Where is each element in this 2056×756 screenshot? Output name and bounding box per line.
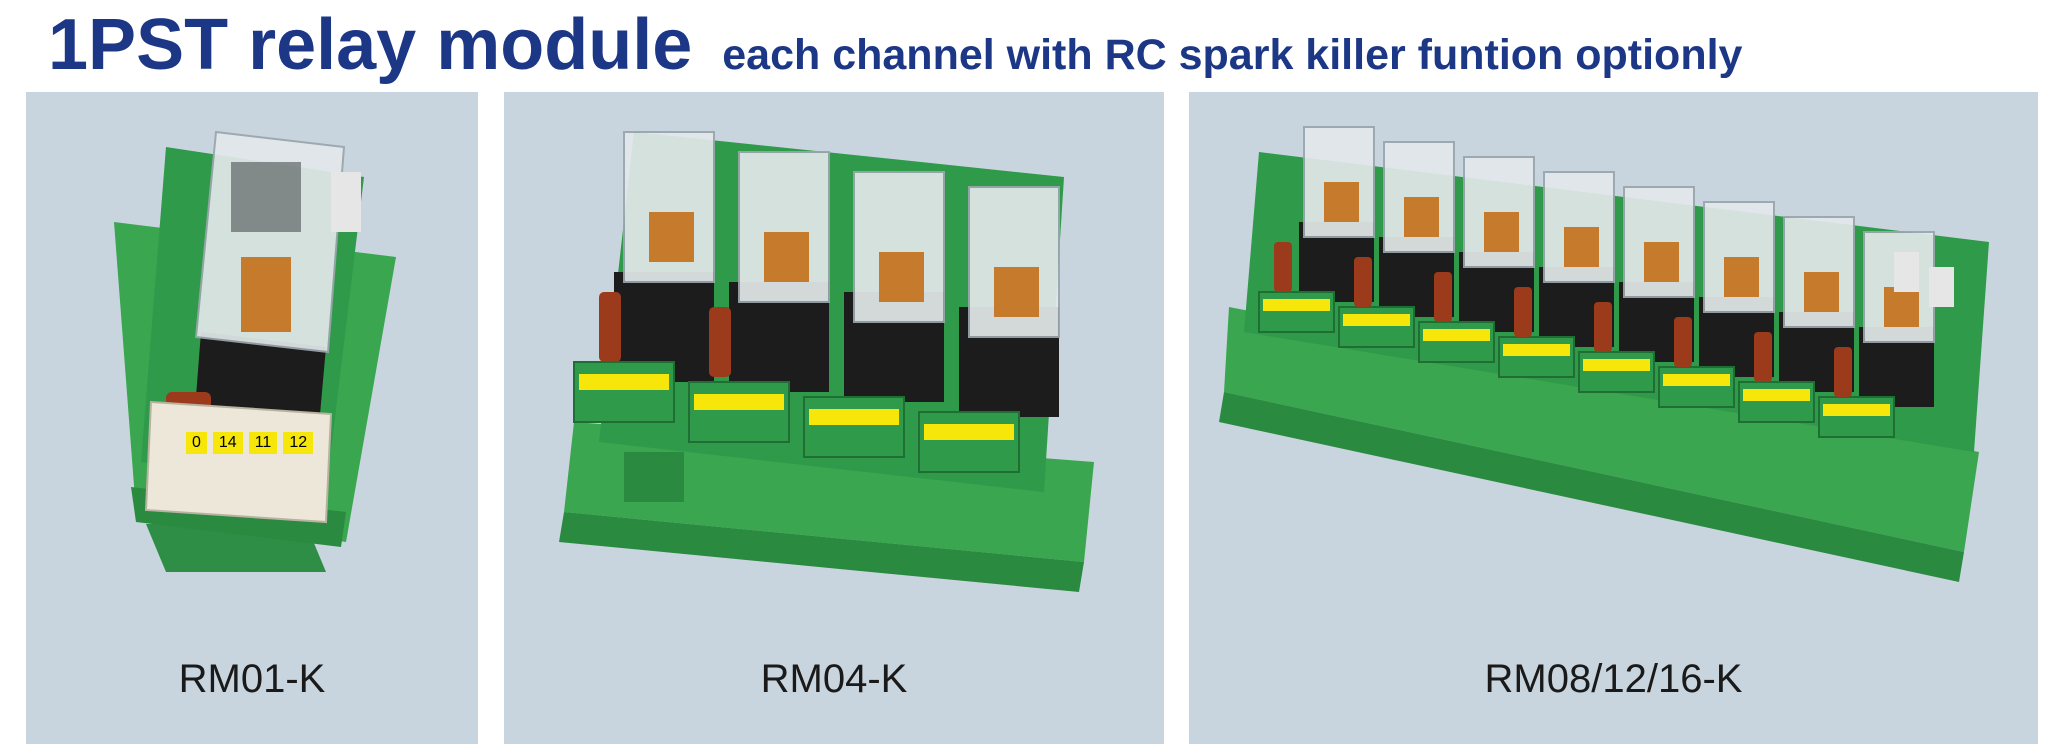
page-header: 1PST relay module each channel with RC s… [48,0,1742,90]
terminal-label: 12 [283,432,314,454]
product-card-rm01: 0 14 11 12 RM01-K [26,92,478,744]
product-card-rm04: RM04-K [504,92,1164,744]
product-card-rm08: RM08/12/16-K [1189,92,2038,744]
terminal-label: 0 [186,432,207,454]
terminal-label: 11 [248,432,278,454]
relay-module-4ch-photo [559,131,1094,592]
page-subtitle: each channel with RC spark killer funtio… [722,31,1743,79]
relay-module-8ch-photo [1219,126,1989,582]
product-caption: RM08/12/16-K [1484,657,1743,701]
product-caption: RM04-K [760,657,908,701]
page-title: 1PST relay module [48,5,693,85]
relay-module-1ch-photo [114,130,396,572]
terminal-label: 14 [212,432,243,454]
product-caption: RM01-K [178,657,326,701]
